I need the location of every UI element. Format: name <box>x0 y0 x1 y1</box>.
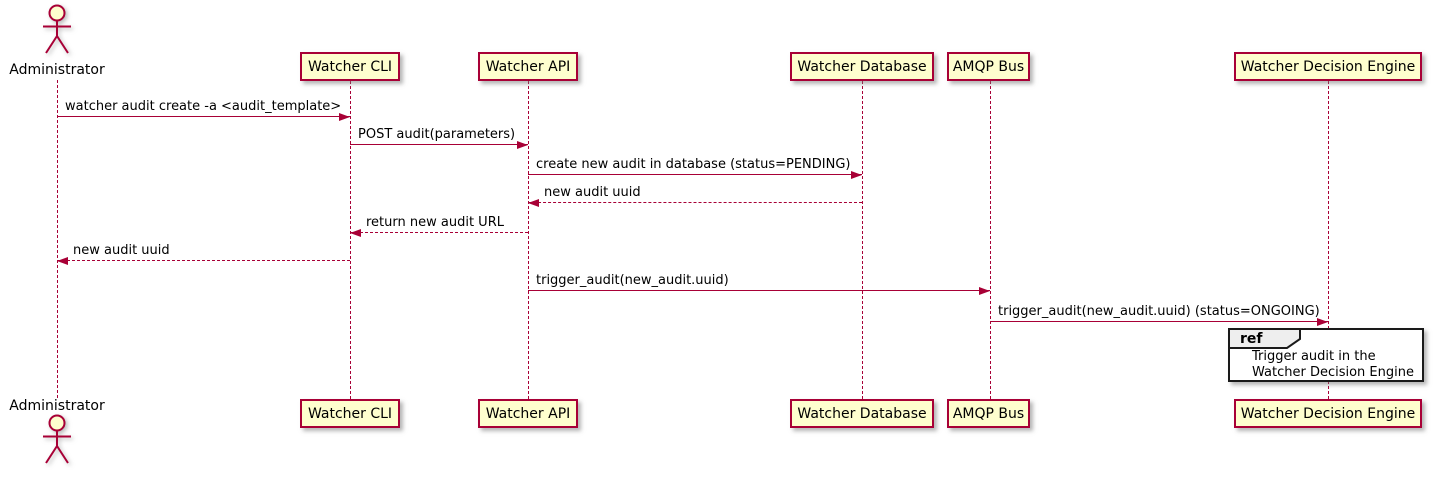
sequence-message-7: trigger_audit(new_audit.uuid) <box>528 273 990 295</box>
ref-text: Trigger audit in the Watcher Decision En… <box>1252 349 1414 381</box>
participant-watcher-cli-top: Watcher CLI <box>300 52 400 81</box>
sequence-message-2: POST audit(parameters) <box>350 127 528 149</box>
participant-watcher-decision-engine-top: Watcher Decision Engine <box>1234 52 1422 81</box>
arrowhead-right-icon <box>517 141 528 149</box>
sequence-message-5: return new audit URL <box>350 215 528 237</box>
message-line <box>528 202 862 203</box>
arrowhead-left-icon <box>57 257 68 265</box>
lifeline-watcher-cli <box>350 81 351 399</box>
participant-watcher-cli-bottom: Watcher CLI <box>300 399 400 428</box>
ref-text-line-2: Watcher Decision Engine <box>1252 365 1414 380</box>
sequence-message-1: watcher audit create -a <audit_template> <box>57 99 350 121</box>
message-label: trigger_audit(new_audit.uuid) <box>536 273 729 288</box>
arrowhead-right-icon <box>979 287 990 295</box>
ref-tag-pentagon-icon <box>1228 328 1301 349</box>
message-line <box>528 174 862 175</box>
participant-watcher-database-top: Watcher Database <box>790 52 934 81</box>
sequence-message-3: create new audit in database (status=PEN… <box>528 157 862 179</box>
message-label: return new audit URL <box>366 215 504 230</box>
message-label: trigger_audit(new_audit.uuid) (status=ON… <box>998 304 1320 319</box>
lifeline-administrator <box>57 80 58 398</box>
sequence-message-8: trigger_audit(new_audit.uuid) (status=ON… <box>990 304 1328 326</box>
participant-watcher-api-bottom: Watcher API <box>478 399 578 428</box>
message-label: new audit uuid <box>73 243 170 258</box>
ref-text-line-1: Trigger audit in the <box>1252 349 1376 364</box>
arrowhead-right-icon <box>339 113 350 121</box>
administrator-actor-icon <box>43 4 71 54</box>
sequence-message-4: new audit uuid <box>528 185 862 207</box>
message-label: new audit uuid <box>544 185 641 200</box>
participant-watcher-decision-engine-bottom: Watcher Decision Engine <box>1234 399 1422 428</box>
message-line <box>528 290 990 291</box>
sequence-message-6: new audit uuid <box>57 243 350 265</box>
message-label: create new audit in database (status=PEN… <box>536 157 851 172</box>
message-line <box>57 116 350 117</box>
lifeline-watcher-api <box>528 81 529 399</box>
message-line <box>350 144 528 145</box>
message-line <box>57 260 350 261</box>
message-label: POST audit(parameters) <box>358 127 516 142</box>
message-line <box>350 232 528 233</box>
lifeline-watcher-decision-engine <box>1328 81 1329 399</box>
arrowhead-right-icon <box>851 171 862 179</box>
administrator-label-bottom: Administrator <box>9 398 105 414</box>
arrowhead-right-icon <box>1317 318 1328 326</box>
administrator-actor-icon-bottom <box>43 414 71 464</box>
arrowhead-left-icon <box>350 229 361 237</box>
participant-watcher-database-bottom: Watcher Database <box>790 399 934 428</box>
ref-keyword: ref <box>1240 331 1263 347</box>
lifeline-watcher-database <box>862 81 863 399</box>
ref-fragment: ref Trigger audit in the Watcher Decisio… <box>1228 328 1424 382</box>
participant-watcher-api-top: Watcher API <box>478 52 578 81</box>
message-label: watcher audit create -a <audit_template> <box>65 99 342 114</box>
participant-amqp-bus-bottom: AMQP Bus <box>947 399 1030 428</box>
arrowhead-left-icon <box>528 199 539 207</box>
lifeline-amqp-bus <box>990 81 991 399</box>
administrator-label-top: Administrator <box>9 62 105 78</box>
message-line <box>990 321 1328 322</box>
participant-amqp-bus-top: AMQP Bus <box>947 52 1030 81</box>
